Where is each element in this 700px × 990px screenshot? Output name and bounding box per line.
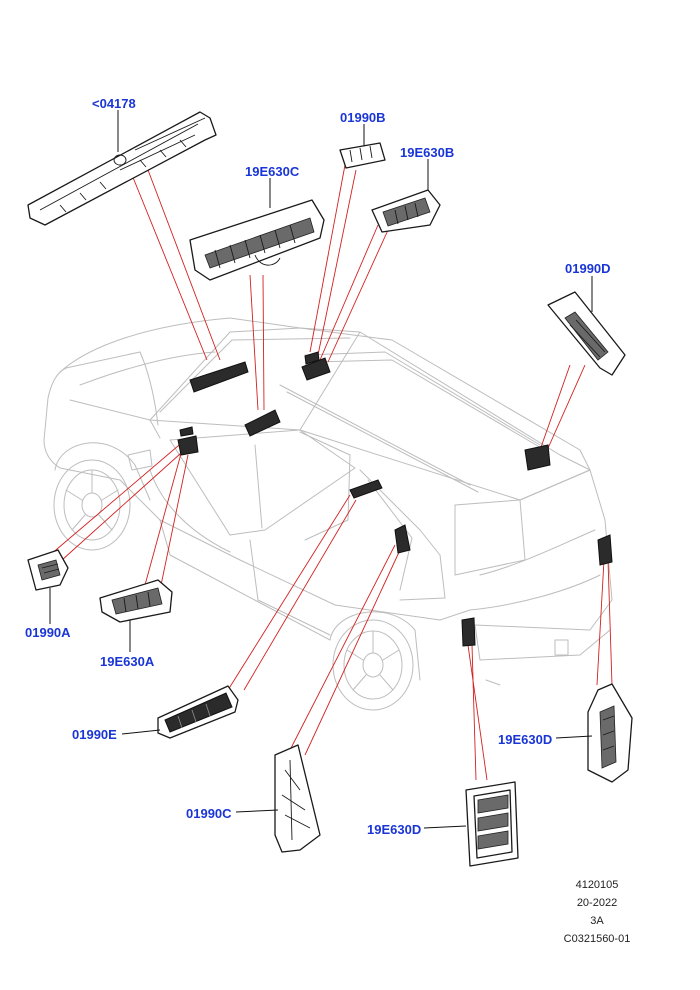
installed-center-vent (349, 479, 383, 499)
part-quarter-vent-d (587, 683, 633, 783)
part-side-vent-d (465, 781, 519, 867)
part-roof-vent-b (371, 189, 441, 233)
part-front-vent-c (189, 199, 325, 281)
installed-side-vent (461, 617, 476, 647)
callout-quarter-vent-d: 19E630D (498, 732, 553, 747)
part-roof-console (27, 111, 217, 226)
callout-roof-console: <04178 (92, 96, 136, 111)
installed-dash-vent (177, 435, 199, 456)
part-left-vent-a (27, 549, 69, 591)
callout-roof-vent-b: 19E630B (400, 145, 455, 160)
part-dash-vent-a (99, 579, 173, 623)
date-range: 20-2022 (576, 897, 618, 909)
callout-leaders (49, 110, 593, 829)
callout-left-vent-a: 01990A (25, 625, 71, 640)
part-pillar-duct-c (274, 744, 321, 853)
callout-dash-vent-a: 19E630A (100, 654, 155, 669)
part-center-vent-e (157, 685, 239, 739)
leader-lines (49, 164, 613, 781)
installed-roof-console (189, 361, 249, 393)
installed-quarter-vent (597, 534, 613, 566)
installed-rear-vent (304, 351, 320, 365)
callout-front-vent-c: 19E630C (245, 164, 300, 179)
installed-rear-roof-vent (524, 444, 551, 471)
part-rear-vent-b (339, 142, 386, 169)
callout-rear-roof-vent-d: 01990D (565, 261, 611, 276)
installed-pillar-duct (394, 524, 411, 554)
drawing-number: 4120105 (575, 879, 619, 891)
revision: 3A (590, 915, 604, 927)
installed-parts (177, 351, 613, 647)
installed-left-vent (179, 426, 194, 437)
callout-pillar-duct-c: 01990C (186, 806, 232, 821)
vehicle-outline (43, 317, 613, 711)
callout-center-vent-e: 01990E (72, 727, 117, 742)
part-rear-roof-vent-d (547, 291, 626, 376)
callout-side-vent-d: 19E630D (367, 822, 422, 837)
installed-front-vent (244, 409, 281, 437)
callout-rear-vent-b: 01990B (340, 110, 386, 125)
drawing-code: C0321560-01 (563, 933, 631, 945)
